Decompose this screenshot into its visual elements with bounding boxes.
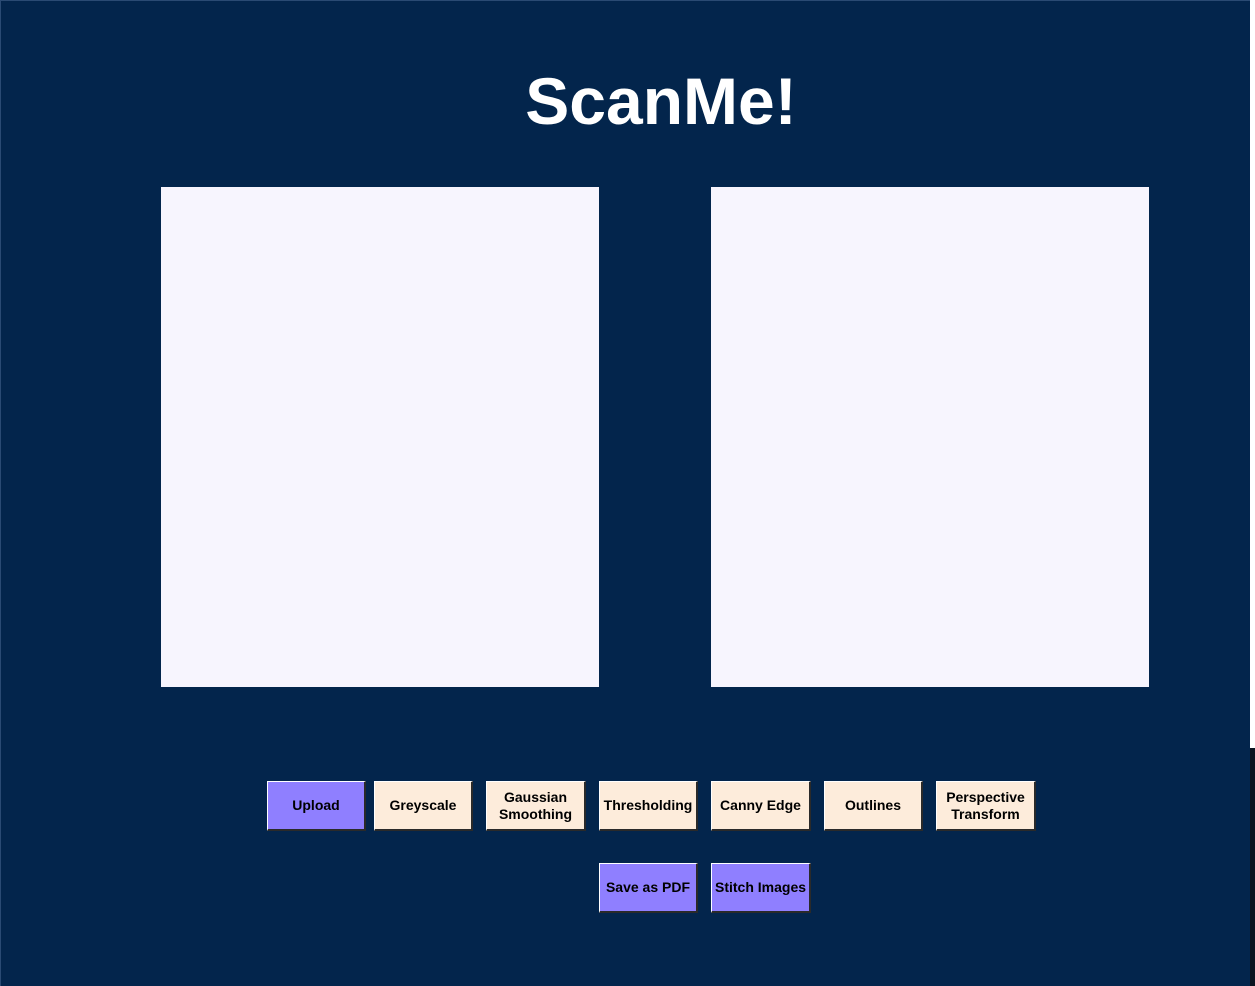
original-image-panel [161,187,599,687]
greyscale-button[interactable]: Greyscale [374,781,473,831]
stitch-images-button[interactable]: Stitch Images [711,863,811,913]
outlines-button[interactable]: Outlines [824,781,923,831]
app-title: ScanMe! [525,64,797,138]
gaussian-smoothing-button[interactable]: Gaussian Smoothing [486,781,586,831]
thresholding-button[interactable]: Thresholding [599,781,698,831]
processed-image-panel [711,187,1149,687]
perspective-transform-button[interactable]: Perspective Transform [936,781,1036,831]
window-edge [1250,0,1255,748]
canny-edge-button[interactable]: Canny Edge [711,781,811,831]
window-edge-shadow [1250,748,1255,986]
save-as-pdf-button[interactable]: Save as PDF [599,863,698,913]
upload-button[interactable]: Upload [267,781,366,831]
